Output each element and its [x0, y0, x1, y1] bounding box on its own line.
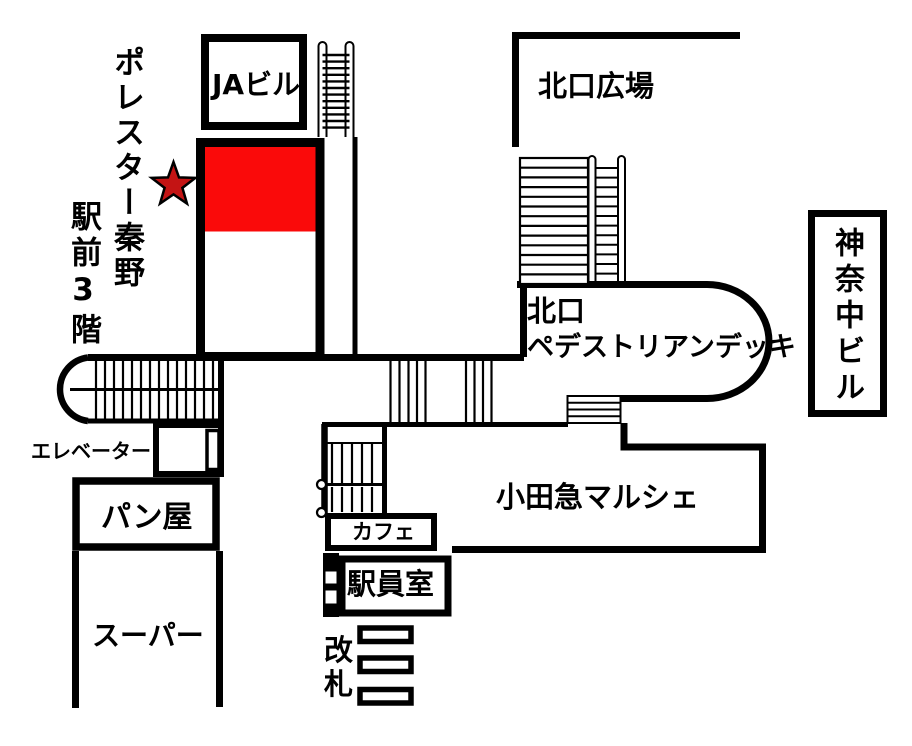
cafe-stair	[315, 424, 387, 519]
connector-stair-west	[389, 358, 427, 423]
bakery-box	[72, 477, 220, 551]
elevator-car	[205, 428, 221, 472]
handrail-end-icon	[315, 506, 328, 519]
staff-room-wall-strip	[323, 553, 339, 617]
ticket-gate-machine	[357, 625, 414, 645]
loop-stair-west	[56, 354, 224, 425]
supermarket-walls	[72, 551, 223, 708]
pedestrian-deck-label-line2: ペデストリアンデッキ	[527, 332, 796, 363]
ticket-gate-label: 改札	[324, 633, 354, 701]
cafe-box	[325, 513, 437, 551]
cafe-label: カフェ	[352, 520, 415, 544]
connector-stair-east	[464, 358, 493, 423]
deck-east-stair	[566, 395, 622, 424]
marche-outline	[452, 423, 766, 553]
highlight-building-floor-label: 駅前3階	[65, 200, 101, 349]
supermarket-label: スーパー	[92, 619, 204, 652]
ja-side-stair	[317, 41, 355, 137]
staff-room-box	[338, 555, 452, 617]
elevator-box	[153, 422, 224, 477]
kanachu-building-box	[808, 210, 887, 417]
highlighted-floor	[205, 147, 316, 232]
handrail-end-icon	[315, 478, 328, 491]
staff-room-label: 駅員室	[347, 567, 435, 601]
bakery-label: パン屋	[101, 500, 193, 535]
ticket-gate-machine	[357, 686, 414, 706]
ticket-gate-machine	[357, 655, 414, 675]
ja-building-box	[201, 34, 307, 130]
plaza-escalator	[587, 155, 626, 283]
highlight-building-name-label: ポレスター秦野	[108, 46, 144, 291]
kanachu-building-label: 神奈中ビル	[829, 227, 864, 407]
odakyu-marche-label: 小田急マルシェ	[496, 480, 700, 514]
pedestrian-deck-label-line1: 北口	[527, 294, 586, 328]
north-plaza-label: 北口広場	[538, 69, 655, 103]
elevator-label: エレベーター	[31, 439, 151, 463]
plaza-grand-stair	[518, 156, 590, 286]
ticket-gates	[357, 625, 414, 706]
ja-building-label: JAビル	[212, 68, 301, 101]
north-plaza-boundary	[512, 32, 740, 147]
highlighted-building	[196, 138, 325, 361]
location-star-icon	[148, 158, 199, 207]
pedestrian-deck-outline	[517, 281, 773, 402]
